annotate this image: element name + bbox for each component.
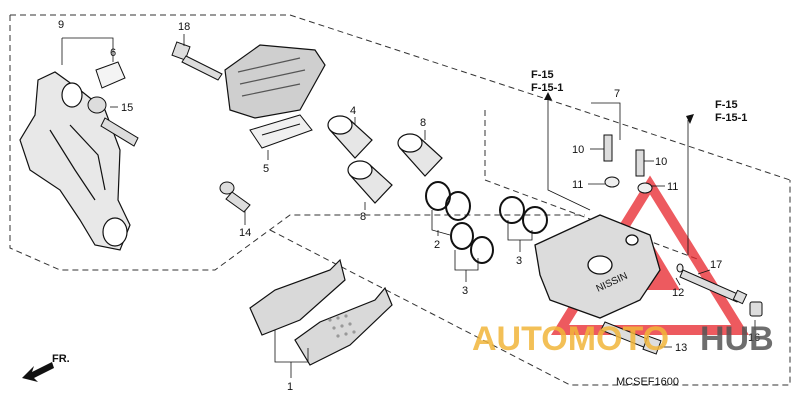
label-part-10-left: 10 (572, 144, 584, 156)
label-part-5: 5 (263, 163, 269, 175)
label-part-16: 16 (748, 332, 760, 344)
pin-part-14 (219, 181, 251, 213)
pin-part-17 (679, 269, 748, 305)
label-part-17: 17 (710, 259, 722, 271)
watermark-text-b: HUB (700, 320, 774, 358)
spring-part-5 (249, 114, 313, 149)
ref-arrows (544, 92, 694, 124)
ref-right-2: F-15-1 (715, 112, 747, 124)
bolt-part-13 (600, 321, 662, 355)
ref-left-2: F-15-1 (531, 82, 563, 94)
label-part-14: 14 (239, 227, 251, 239)
cap-part-11 (604, 176, 653, 194)
bleeder-part-10 (603, 134, 645, 177)
piston-part-8-right (397, 133, 443, 177)
label-part-15: 15 (121, 102, 133, 114)
pin-part-15 (87, 96, 139, 147)
ref-right-1: F-15 (715, 99, 738, 111)
label-part-2: 2 (434, 239, 440, 251)
label-part-3-left: 3 (462, 285, 468, 297)
label-part-4: 4 (350, 105, 356, 117)
piston-part-8-left (347, 160, 393, 204)
part-labels: 9 6 15 18 4 8 8 5 14 2 3 3 7 10 10 11 11… (58, 19, 760, 393)
watermark-text-a: AUTOMOTO (472, 320, 669, 358)
label-part-3-right: 3 (516, 255, 522, 267)
clip-part-6 (95, 61, 126, 89)
label-part-12: 12 (672, 287, 684, 299)
label-part-11-right: 11 (667, 181, 678, 193)
label-part-9: 9 (58, 19, 64, 31)
diagram-code: MCSEF1600 (616, 376, 679, 388)
label-part-10-right: 10 (655, 156, 667, 168)
caliper-upper-body (224, 44, 326, 119)
pads-part-1 (249, 258, 393, 366)
ref-left-1: F-15 (531, 69, 554, 81)
label-part-11-left: 11 (572, 179, 583, 191)
front-direction-label: FR. (52, 353, 70, 365)
label-part-8-bottom: 8 (360, 211, 366, 223)
label-part-6: 6 (110, 47, 116, 59)
clip-part-12 (676, 263, 684, 273)
caliper-part-7 (534, 214, 661, 319)
leader-lines (61, 34, 756, 378)
label-part-8-top: 8 (420, 117, 426, 129)
seals-parts-2-3 (425, 181, 548, 264)
label-part-18: 18 (178, 21, 190, 33)
label-part-1: 1 (287, 381, 293, 393)
label-part-7: 7 (614, 88, 620, 100)
piston-part-4 (327, 115, 373, 159)
plug-part-16 (749, 301, 763, 317)
label-part-13: 13 (675, 342, 687, 354)
bolt-part-18 (171, 41, 223, 81)
bracket-part-9 (19, 71, 131, 251)
front-arrow-icon: FR. (22, 353, 70, 382)
